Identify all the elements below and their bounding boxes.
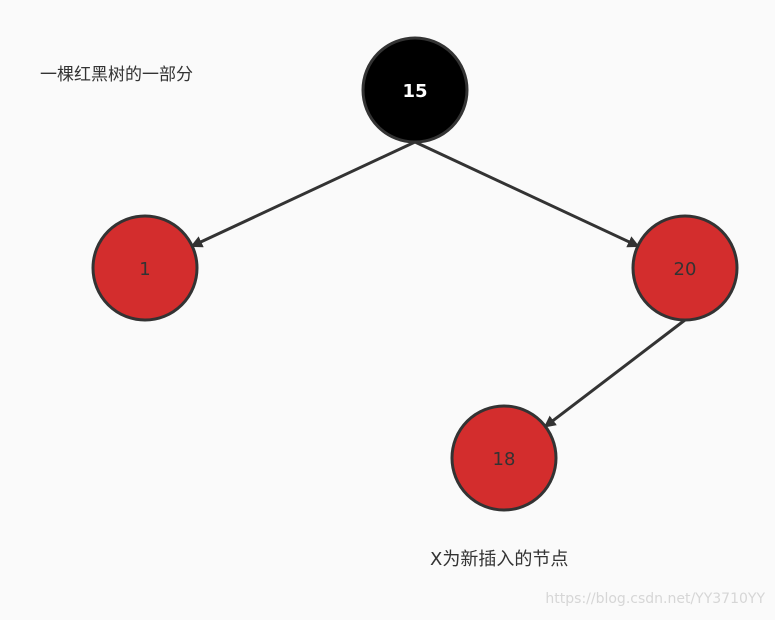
node-label-18: 18	[493, 449, 516, 470]
node-circle-18	[450, 404, 558, 512]
watermark: https://blog.csdn.net/YY3710YY	[545, 591, 765, 607]
node-label-1: 1	[139, 259, 150, 280]
caption-new-node: X为新插入的节点	[430, 549, 569, 570]
node-circle-1	[91, 214, 199, 322]
edges-layer	[190, 140, 686, 428]
node-circle-20	[631, 214, 739, 322]
node-label-15: 15	[402, 81, 427, 102]
nodes-layer: 15 1 20 18	[91, 36, 739, 512]
tree-node-18: 18	[450, 404, 558, 512]
tree-node-20: 20	[631, 214, 739, 322]
node-label-20: 20	[674, 259, 697, 280]
tree-node-1: 1	[91, 214, 199, 322]
edge-n15-n20	[414, 140, 640, 248]
edge-n20-n18	[543, 318, 686, 428]
diagram-title: 一棵红黑树的一部分	[40, 65, 193, 85]
node-circle-15	[361, 36, 469, 144]
edge-n15-n1	[190, 140, 416, 248]
tree-node-15: 15	[361, 36, 469, 144]
